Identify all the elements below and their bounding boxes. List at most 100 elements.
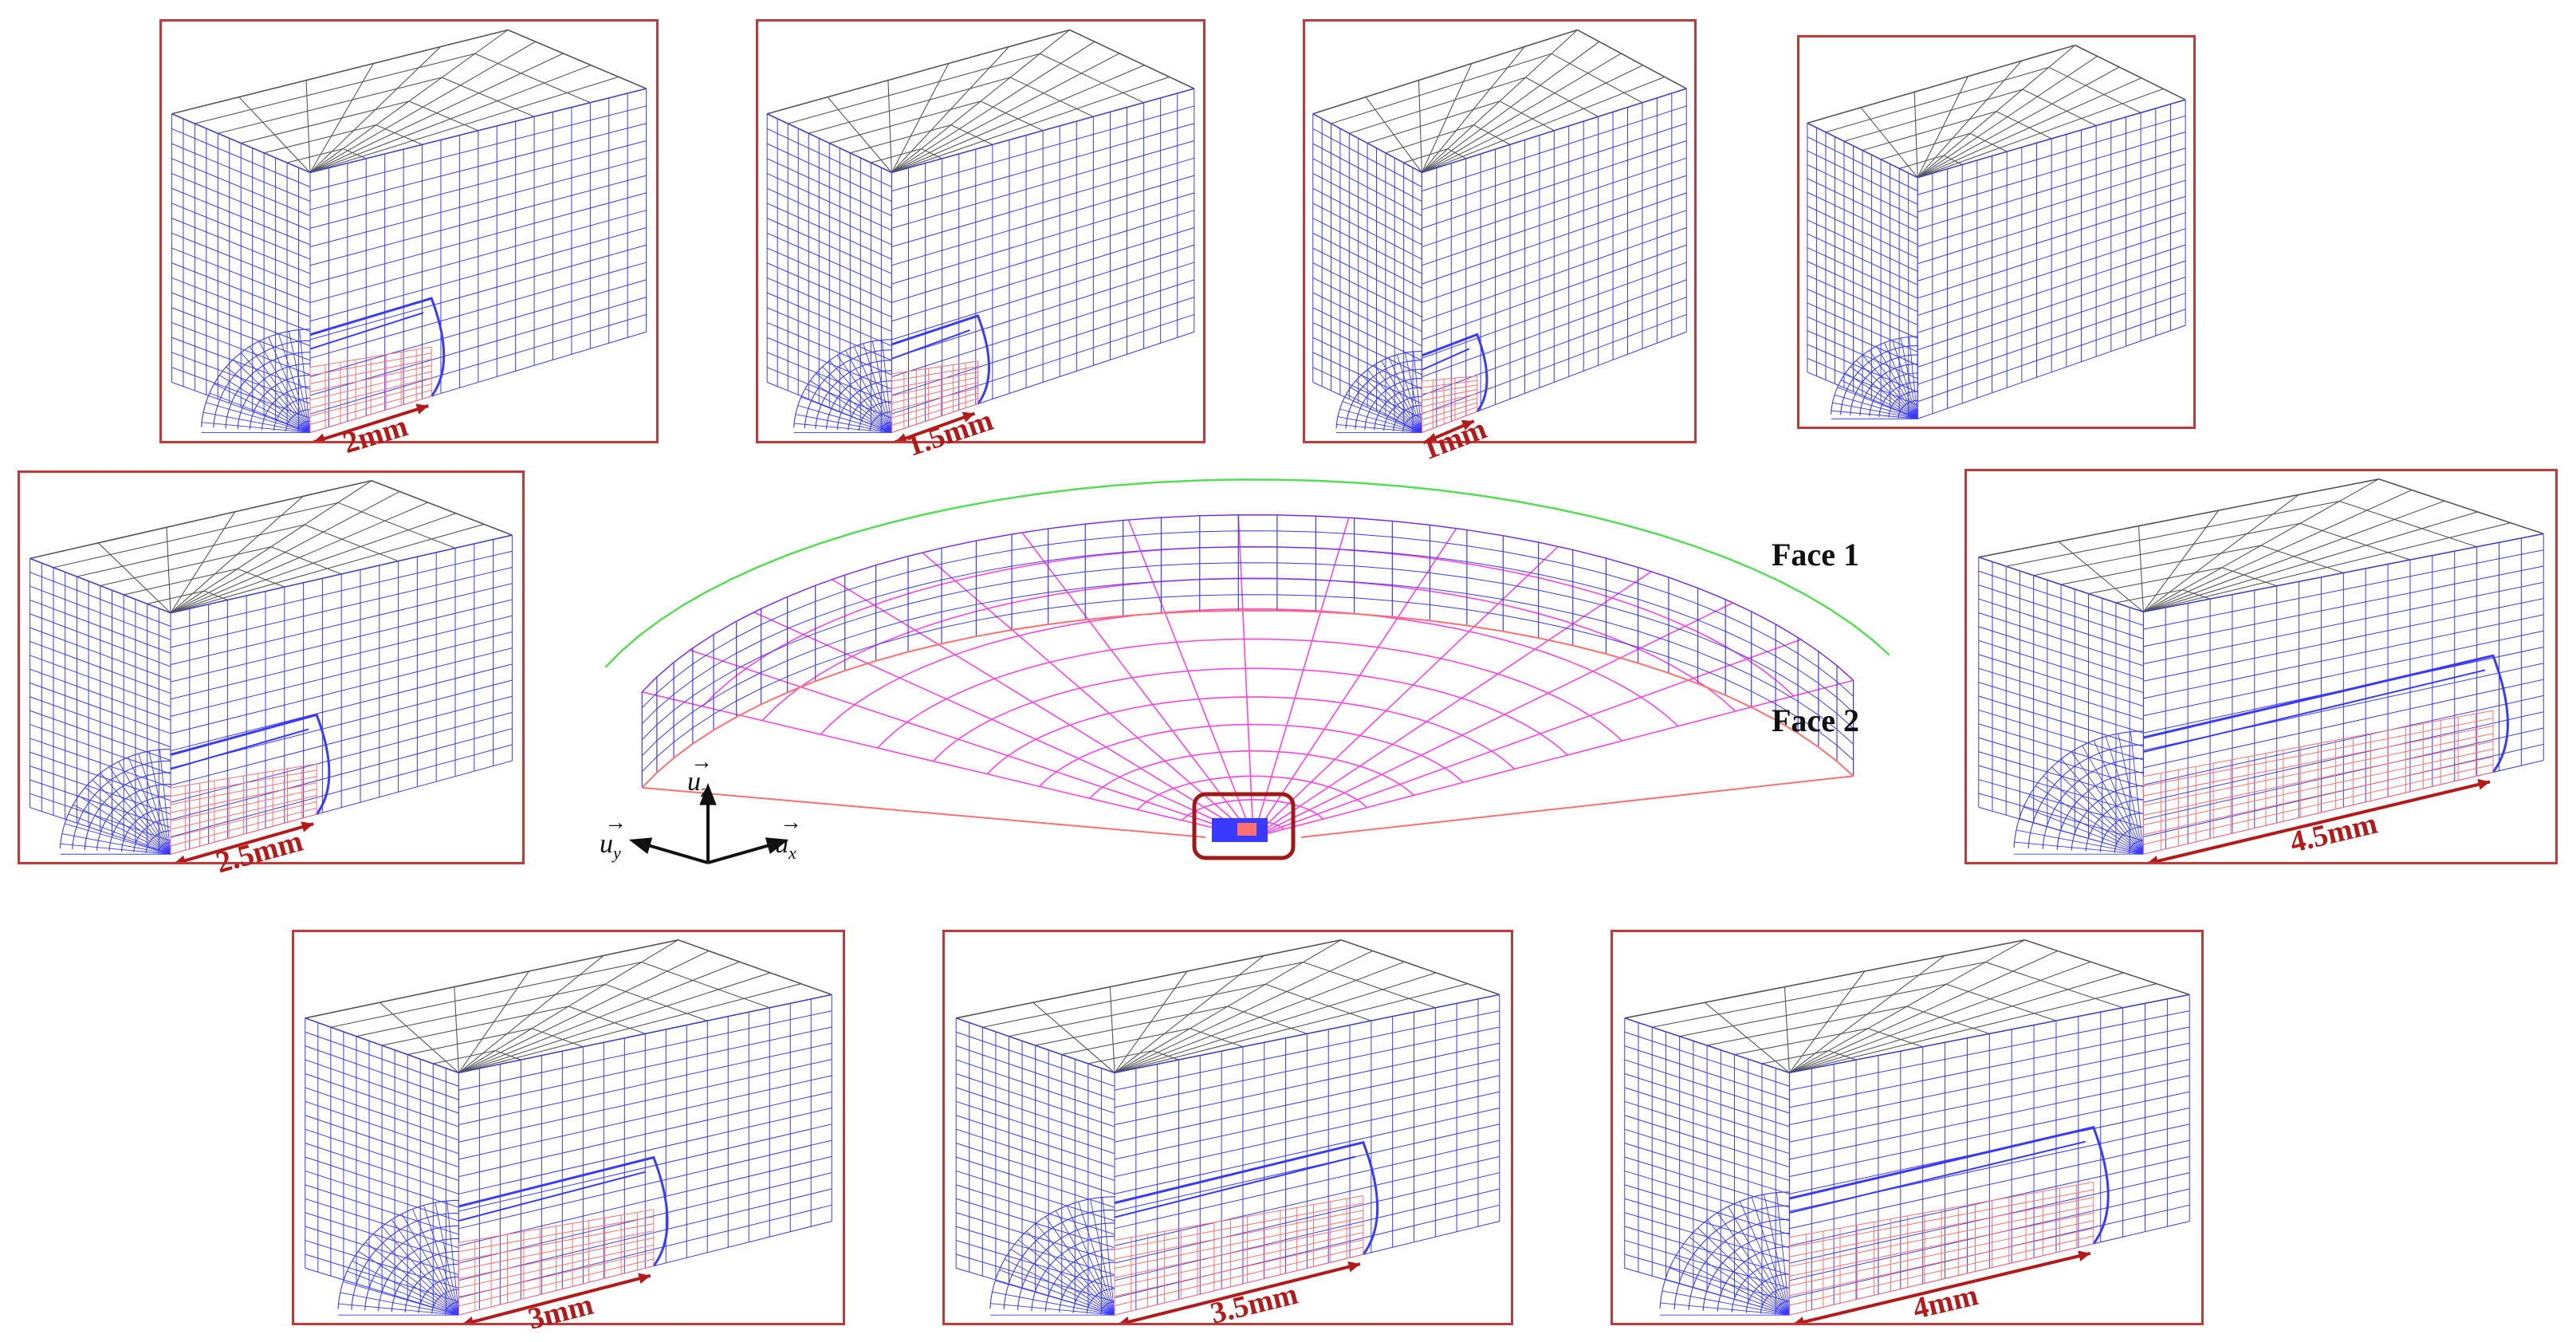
- left-face-line: [1312, 158, 1422, 217]
- top-face-ring: [1035, 1006, 1308, 1046]
- left-face-line: [956, 1240, 1115, 1289]
- left-face-line: [1624, 1156, 1790, 1208]
- fan-radial-line: [1253, 518, 1350, 838]
- top-face-ring: [241, 100, 479, 144]
- fan-bottom-edge: [642, 786, 1206, 838]
- crack-front-arc: [848, 391, 892, 431]
- crack-face-line: [1114, 1246, 1364, 1306]
- left-face-line: [29, 738, 171, 788]
- fan-ring-line: [1089, 750, 1414, 799]
- right-face-line: [1917, 179, 2186, 265]
- right-face-line: [1422, 210, 1687, 303]
- left-face-line: [956, 1128, 1115, 1181]
- right-face-line: [170, 631, 513, 717]
- crack-face-line: [170, 789, 317, 822]
- crack-front-ray: [277, 333, 311, 433]
- mesh-panel-no-crack: [1797, 35, 2196, 429]
- left-face-line: [1312, 203, 1422, 260]
- crack-front-arc: [285, 409, 311, 431]
- right-face-line: [1917, 260, 2186, 351]
- crack-face-line: [1789, 1204, 2094, 1267]
- mesh-panel-4-5mm: 4.5mm: [1964, 469, 2558, 864]
- mesh-group: [1978, 478, 2544, 862]
- fan-radial-line: [1253, 602, 1734, 838]
- crack-face-line: [891, 376, 978, 396]
- left-face-line: [1807, 302, 1918, 352]
- face-2-label: Face 2: [1772, 702, 1859, 738]
- left-face-line: [1312, 232, 1422, 289]
- crack-front-ray: [73, 804, 171, 855]
- right-face-line: [1114, 1010, 1500, 1091]
- mesh-drawing: [1624, 939, 2190, 1323]
- left-face-line: [1978, 667, 2144, 720]
- crack-front-ray: [226, 366, 311, 433]
- left-face-line: [1807, 274, 1918, 326]
- dimension-arrowhead: [962, 411, 975, 423]
- crack-front-arc: [1659, 1191, 1790, 1309]
- right-face-line: [2143, 549, 2544, 630]
- crack-tube-inner: [458, 1171, 647, 1222]
- dimension-arrowhead: [638, 1273, 651, 1285]
- right-face-line: [891, 123, 1194, 211]
- crack-face-line: [170, 769, 317, 797]
- crack-front-ray: [1388, 357, 1422, 433]
- crack-front-ray: [1662, 1290, 1790, 1316]
- top-face-ring: [2006, 500, 2477, 567]
- crack-front-ray: [1689, 1236, 1790, 1316]
- left-face-line: [1312, 367, 1422, 419]
- left-face-line: [29, 779, 171, 828]
- left-face-line: [766, 128, 892, 187]
- top-face-ring: [1652, 961, 2123, 1028]
- crack-face-line: [170, 801, 317, 838]
- dimension-arrowhead: [175, 855, 186, 862]
- crack-front-ray: [2023, 806, 2144, 855]
- left-face-line: [766, 158, 892, 217]
- crack-tube: [170, 713, 331, 816]
- crack-front-ray: [100, 773, 171, 855]
- top-face-ring: [381, 1006, 646, 1046]
- crack-front-arc: [120, 807, 171, 852]
- left-face-line: [305, 1059, 459, 1114]
- top-face-edge: [371, 480, 513, 536]
- left-face-line: [1807, 344, 1918, 393]
- crack-front-ray: [1845, 372, 1918, 419]
- crack-face-line: [1789, 1235, 2094, 1306]
- right-face-line: [1114, 1075, 1500, 1160]
- right-face-line: [2143, 581, 2544, 664]
- crack-front-ray: [2130, 731, 2144, 855]
- crack-front-ray: [816, 373, 892, 433]
- dimension-arrow: [313, 404, 429, 441]
- crack-face-line: [2143, 710, 2494, 777]
- dimension-arrow: [174, 822, 314, 862]
- right-face-line: [309, 210, 647, 303]
- crack-front-ray: [65, 823, 171, 855]
- left-face-line: [766, 143, 892, 203]
- side-wall-ring: [641, 514, 1854, 693]
- left-face-line: [305, 1017, 459, 1073]
- top-face-ring: [871, 148, 942, 163]
- crack-front-ray: [2105, 736, 2144, 855]
- axis-arrowhead: [699, 783, 717, 805]
- mesh-drawing: [1978, 478, 2544, 862]
- crack-face-line: [1789, 1227, 2094, 1297]
- left-face-line: [305, 1045, 459, 1100]
- dimension-arrow: [894, 411, 976, 441]
- right-face-line: [1917, 244, 2186, 333]
- left-face-line: [1978, 626, 2144, 680]
- left-face-line: [29, 599, 171, 654]
- right-face-line: [1114, 1042, 1500, 1125]
- fan-ring-line: [986, 696, 1516, 775]
- crack-front-ray: [1350, 387, 1422, 433]
- crack-face-line: [1789, 1212, 2094, 1277]
- dimension-arrow: [2147, 780, 2491, 862]
- crack-front-arc: [1859, 363, 1918, 416]
- crack-face-line: [891, 392, 978, 419]
- crack-front-ray: [1862, 355, 1918, 419]
- crack-face-line: [1789, 1243, 2094, 1316]
- fan-ring-line: [1137, 775, 1368, 811]
- crack-front-ray: [999, 1269, 1115, 1316]
- crack-face-line: [458, 1265, 654, 1316]
- left-face-line: [305, 1212, 459, 1262]
- crack-front-ray: [1017, 1239, 1115, 1316]
- crack-front-ray: [206, 402, 311, 433]
